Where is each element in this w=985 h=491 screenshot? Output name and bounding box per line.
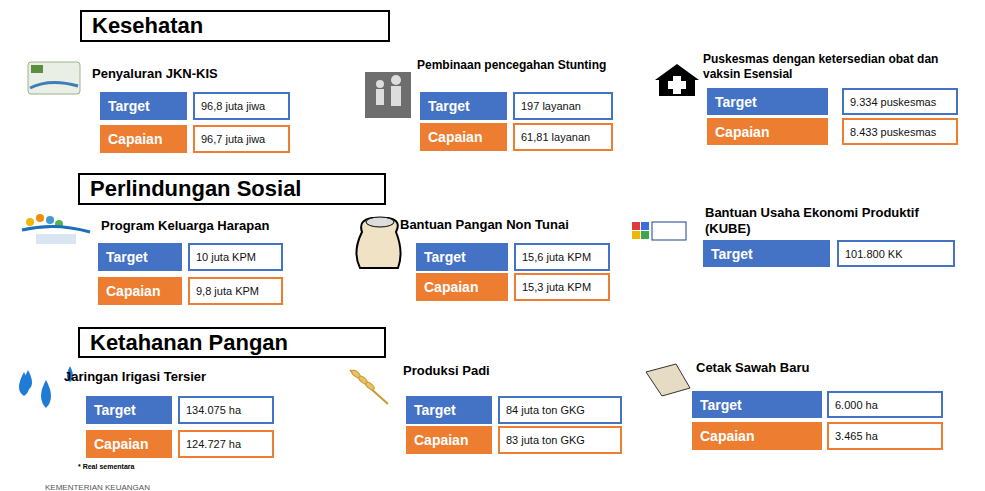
box-text: Capaian	[108, 131, 162, 147]
box-text: Capaian	[715, 124, 769, 140]
target-value: 96,8 juta jiwa	[193, 92, 290, 120]
field-bag-icon	[646, 364, 690, 396]
box-text: Target	[711, 246, 753, 262]
box-text: 8.433 puskesmas	[850, 126, 936, 138]
footnote: * Real sementara	[78, 462, 198, 472]
box-text: 96,8 juta jiwa	[201, 100, 265, 112]
achievement-value: 83 juta ton GKG	[498, 426, 622, 454]
target-label: Target	[703, 240, 830, 267]
stunting-icon	[365, 72, 411, 118]
target-value: 9.334 puskesmas	[842, 88, 958, 115]
target-value: 15,6 juta KPM	[514, 243, 610, 271]
rice-bag-icon	[356, 217, 400, 268]
box-text: 101.800 KK	[845, 248, 903, 260]
achievement-value: 8.433 puskesmas	[842, 118, 958, 145]
box-text: 6.000 ha	[835, 399, 878, 411]
box-text: Target	[700, 397, 742, 413]
target-label: Target	[98, 243, 182, 271]
box-text: 15,3 juta KPM	[522, 281, 591, 293]
box-text: 134.075 ha	[186, 404, 241, 416]
achievement-value: 124.727 ha	[178, 430, 274, 458]
achievement-label: Capaian	[86, 430, 172, 458]
target-label: Target	[86, 396, 172, 424]
target-value: 84 juta ton GKG	[498, 396, 622, 424]
item-title: Program Keluarga Harapan	[101, 218, 321, 234]
achievement-value: 61,81 layanan	[513, 123, 613, 151]
section-header: Kesehatan	[80, 10, 390, 42]
box-text: Ketahanan Pangan	[90, 330, 288, 356]
box-text: 15,6 juta KPM	[522, 251, 591, 263]
box-text: Capaian	[424, 279, 478, 295]
achievement-label: Capaian	[100, 125, 187, 153]
pkh-logo-icon	[22, 214, 90, 244]
box-text: Target	[428, 98, 470, 114]
item-title: Cetak Sawah Baru	[696, 360, 876, 376]
achievement-label: Capaian	[692, 422, 822, 450]
box-text: Kesehatan	[92, 13, 203, 39]
box-text: 124.727 ha	[186, 438, 241, 450]
achievement-value: 96,7 juta jiwa	[193, 125, 290, 153]
section-header: Ketahanan Pangan	[78, 327, 386, 358]
item-title: Puskesmas dengan ketersedian obat dan va…	[703, 52, 973, 82]
box-text: Target	[414, 402, 456, 418]
box-text: Target	[108, 98, 150, 114]
item-title: Penyaluran JKN-KIS	[92, 66, 292, 82]
section-header: Perlindungan Sosial	[78, 173, 386, 205]
box-text: 61,81 layanan	[521, 131, 590, 143]
box-text: 3.465 ha	[835, 430, 878, 442]
achievement-label: Capaian	[406, 426, 492, 454]
box-text: Perlindungan Sosial	[90, 176, 301, 202]
target-value: 101.800 KK	[837, 240, 955, 267]
item-title: Bantuan Usaha Ekonomi Produktif (KUBE)	[705, 205, 965, 237]
target-value: 134.075 ha	[178, 396, 274, 424]
box-text: Capaian	[428, 129, 482, 145]
box-text: 9.334 puskesmas	[850, 96, 936, 108]
item-title: Jaringan Irigasi Tersier	[64, 369, 264, 385]
box-text: Capaian	[700, 428, 754, 444]
achievement-value: 9,8 juta KPM	[188, 277, 283, 305]
item-title: Produksi Padi	[403, 363, 563, 379]
box-text: 9,8 juta KPM	[196, 285, 259, 297]
jkn-card-icon	[28, 62, 80, 94]
item-title: Pembinaan pencegahan Stunting	[417, 58, 607, 73]
box-text: 84 juta ton GKG	[506, 404, 585, 416]
box-text: Capaian	[106, 283, 160, 299]
target-value: 197 layanan	[513, 92, 613, 120]
achievement-value: 15,3 juta KPM	[514, 273, 610, 301]
target-label: Target	[692, 391, 822, 418]
item-title: Bantuan Pangan Non Tunai	[400, 217, 600, 233]
target-value: 6.000 ha	[827, 391, 943, 418]
box-text: Target	[715, 94, 757, 110]
target-label: Target	[420, 92, 507, 120]
target-label: Target	[707, 88, 828, 115]
target-label: Target	[100, 92, 187, 120]
target-value: 10 juta KPM	[188, 243, 283, 271]
wheat-icon	[350, 369, 388, 404]
box-text: Capaian	[414, 432, 468, 448]
achievement-label: Capaian	[420, 123, 507, 151]
box-text: 197 layanan	[521, 100, 581, 112]
health-house-icon	[655, 64, 699, 96]
box-text: Target	[106, 249, 148, 265]
source-note: KEMENTERIAN KEUANGAN	[45, 482, 205, 491]
box-text: Target	[424, 249, 466, 265]
target-label: Target	[416, 243, 508, 271]
achievement-label: Capaian	[98, 277, 182, 305]
target-label: Target	[406, 396, 492, 424]
box-text: 10 juta KPM	[196, 251, 256, 263]
achievement-label: Capaian	[416, 273, 508, 301]
box-text: 96,7 juta jiwa	[201, 133, 265, 145]
box-text: Target	[94, 402, 136, 418]
achievement-label: Capaian	[707, 118, 828, 145]
box-text: 83 juta ton GKG	[506, 434, 585, 446]
box-text: Capaian	[94, 436, 148, 452]
achievement-value: 3.465 ha	[827, 422, 943, 450]
kube-logo-icon	[632, 222, 686, 240]
